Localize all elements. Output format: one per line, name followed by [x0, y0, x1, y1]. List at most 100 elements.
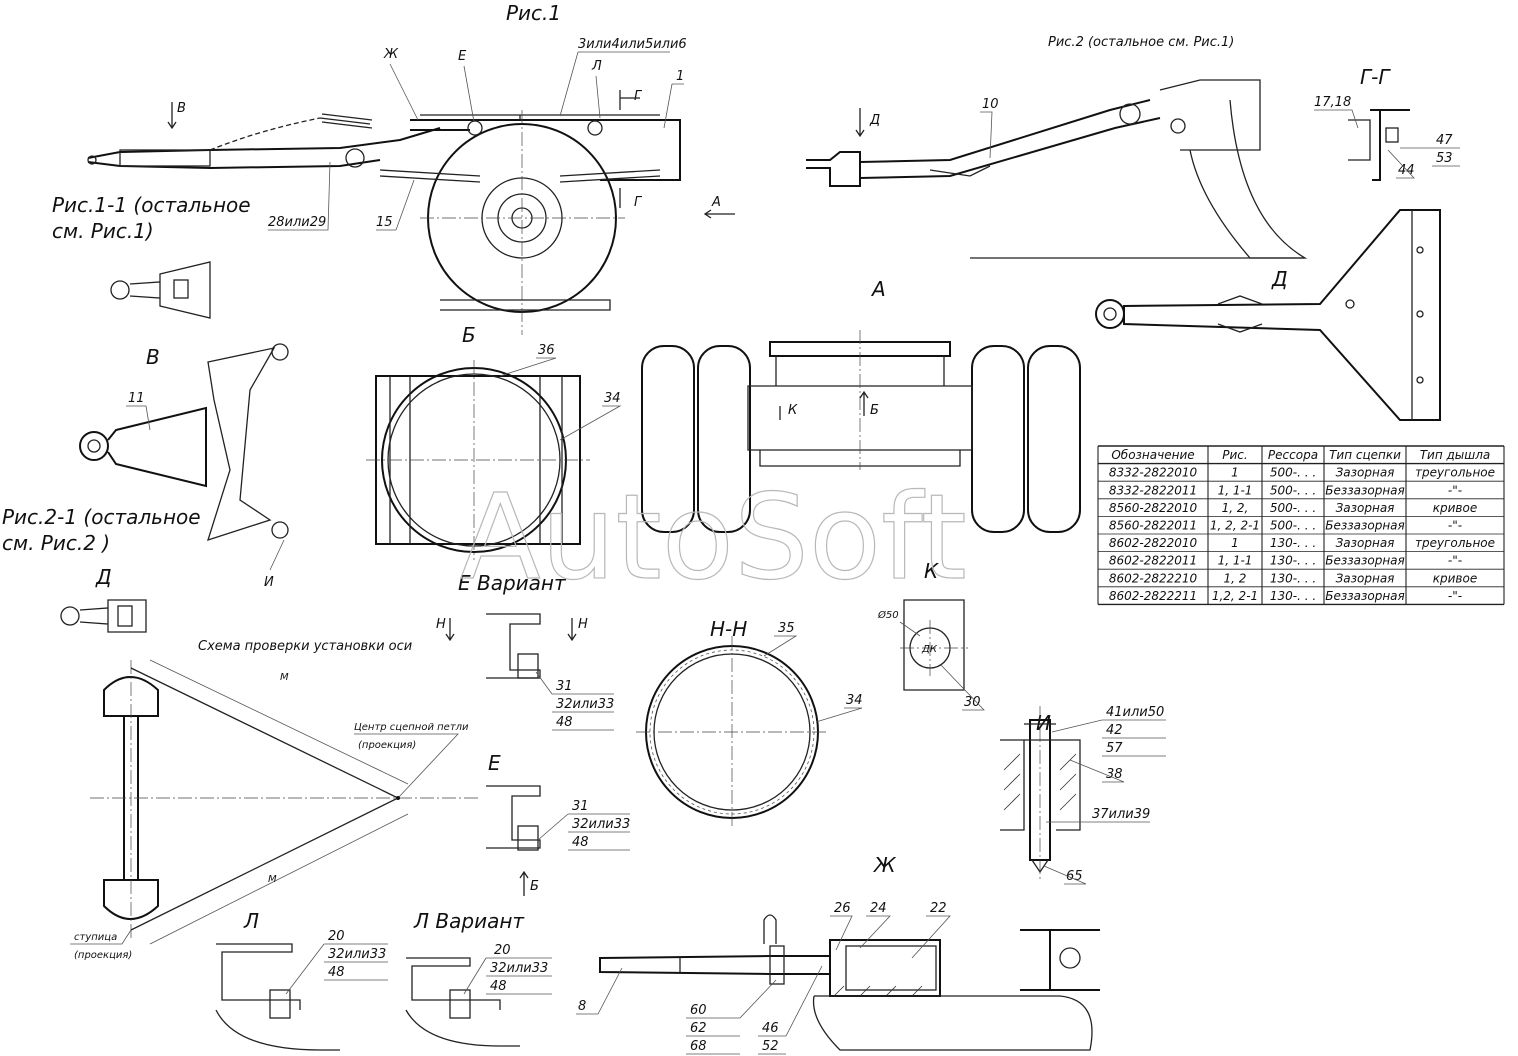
callout-48-a: 48 — [556, 715, 573, 730]
arrow-label-l: Л — [591, 59, 602, 74]
callout-20-b: 20 — [494, 943, 511, 958]
fig2-1-title-line1: Рис.2-1 (остальное — [2, 505, 201, 529]
table-cell: 8332-2822011 — [1109, 483, 1197, 497]
callout-31-a: 31 — [556, 679, 573, 694]
view-l-variant: Л Вариант 20 32или33 48 — [405, 909, 552, 1047]
callout-26: 26 — [834, 901, 851, 916]
table-header: Обозначение — [1111, 448, 1194, 462]
fig1-side-view: Рис.1 В Ж Е Л Г Г А — [87, 1, 735, 335]
view-e: Е 31 32или33 48 Б — [486, 751, 630, 896]
watermark: AutoSoft — [460, 468, 967, 606]
arrow-label-g2: Г — [634, 195, 643, 210]
callout-38: 38 — [1106, 767, 1123, 782]
callout-22: 22 — [930, 901, 947, 916]
callout-20-a: 20 — [328, 929, 345, 944]
section-nn-title: Н-Н — [710, 617, 747, 641]
view-a: А К Б — [641, 277, 1081, 533]
fig1-title: Рис.1 — [506, 1, 561, 25]
table-header: Рессора — [1268, 448, 1318, 462]
table-cell: -"- — [1448, 554, 1462, 568]
scheme-center-line2: (проекция) — [358, 740, 416, 751]
arrow-label-e: Е — [458, 49, 467, 64]
table-cell: 1, 1-1 — [1218, 483, 1253, 497]
section-g-g: Г-Г 17,18 47 53 44 — [1314, 65, 1460, 181]
table-cell: кривое — [1433, 501, 1477, 515]
table-cell: Зазорная — [1336, 536, 1395, 550]
table-cell: 1 — [1231, 536, 1239, 550]
view-d-title: Д — [1271, 267, 1288, 291]
table-cell: Беззазорная — [1325, 554, 1405, 568]
table-cell: -"- — [1448, 483, 1462, 497]
table-cell: 130-. . . — [1270, 571, 1316, 585]
scheme-title: Схема проверки установки оси — [198, 639, 412, 654]
table-cell: 130-. . . — [1270, 554, 1316, 568]
callout-30: 30 — [964, 695, 981, 710]
scheme-m2: М — [268, 874, 277, 885]
view-b: Б 36 34 — [366, 323, 622, 560]
callout-34-b: 34 — [604, 391, 621, 406]
table-grid — [1097, 445, 1505, 606]
table-cell: Беззазорная — [1325, 519, 1405, 533]
view-a-title: А — [870, 277, 886, 301]
view-zh: Ж 26 24 22 8 60 62 68 46 52 — [576, 853, 1100, 1055]
scheme-m1: М — [280, 672, 289, 683]
table-cell: 8602-2822210 — [1109, 571, 1198, 585]
table-cell: 500-. . . — [1270, 466, 1316, 480]
table-cell: 8332-2822010 — [1109, 466, 1198, 480]
table-header: Тип дышла — [1420, 448, 1491, 462]
callout-15: 15 — [376, 215, 393, 230]
view-k-title: К — [924, 559, 939, 583]
callout-24: 24 — [870, 901, 887, 916]
callout-42: 42 — [1106, 723, 1123, 738]
view-i-title: И — [1036, 711, 1051, 735]
table-cell: 500-. . . — [1270, 519, 1316, 533]
fig1-1-detail: Рис.1-1 (остальное см. Рис.1) — [52, 193, 251, 319]
callout-37or39: 37или39 — [1092, 807, 1150, 822]
table-cell: 8602-2822211 — [1109, 589, 1197, 603]
dim-dk: ДК — [921, 644, 938, 655]
fig2-1-title-line2: см. Рис.2 ) — [2, 531, 110, 555]
table-cell: кривое — [1433, 571, 1477, 585]
table-cell: 1, 2 — [1224, 571, 1247, 585]
callout-3or4or5or6: 3или4или5или6 — [578, 37, 687, 52]
fig2-view: Рис.2 (остальное см. Рис.1) Д 10 — [806, 35, 1308, 259]
table-cell: Беззазорная — [1325, 589, 1405, 603]
view-e-variant-title: Е Вариант — [458, 571, 567, 595]
callout-1: 1 — [676, 69, 684, 84]
callout-35: 35 — [778, 621, 795, 636]
callout-32-b: 32или33 — [572, 817, 630, 832]
fig2-1-detail: Рис.2-1 (остальное см. Рис.2 ) Д — [2, 505, 201, 633]
table-cell: треугольное — [1415, 466, 1495, 480]
table-cell: Зазорная — [1336, 466, 1395, 480]
table-cell: 1, 1-1 — [1218, 554, 1253, 568]
table-cell: 500-. . . — [1270, 483, 1316, 497]
callout-10: 10 — [982, 97, 999, 112]
table-cell: 1, 2, — [1222, 501, 1249, 515]
arrow-label-i: И — [264, 575, 274, 590]
table-cell: 8602-2822010 — [1109, 536, 1198, 550]
view-v: В 11 И — [79, 343, 289, 590]
callout-32-c: 32или33 — [328, 947, 386, 962]
callout-32-d: 32или33 — [490, 961, 548, 976]
table-cell: -"- — [1448, 589, 1462, 603]
view-k: К Ø50 ДК 30 — [877, 559, 985, 711]
table-header: Рис. — [1222, 448, 1247, 462]
arrow-label-b: Б — [870, 403, 879, 418]
callout-57: 57 — [1106, 741, 1123, 756]
view-d-small-title: Д — [95, 565, 112, 589]
callout-17-18: 17,18 — [1314, 95, 1351, 110]
callout-48-c: 48 — [328, 965, 345, 980]
callout-46: 46 — [762, 1021, 779, 1036]
dim-d50: Ø50 — [877, 609, 899, 621]
arrow-label-g1: Г — [634, 89, 643, 104]
fig1-1-title-line2: см. Рис.1) — [52, 219, 154, 243]
callout-53: 53 — [1436, 151, 1453, 166]
callout-28or29: 28или29 — [268, 215, 326, 230]
table-cell: 130-. . . — [1270, 589, 1316, 603]
callout-48-b: 48 — [572, 835, 589, 850]
table-cell: -"- — [1448, 519, 1462, 533]
callout-52: 52 — [762, 1039, 779, 1054]
